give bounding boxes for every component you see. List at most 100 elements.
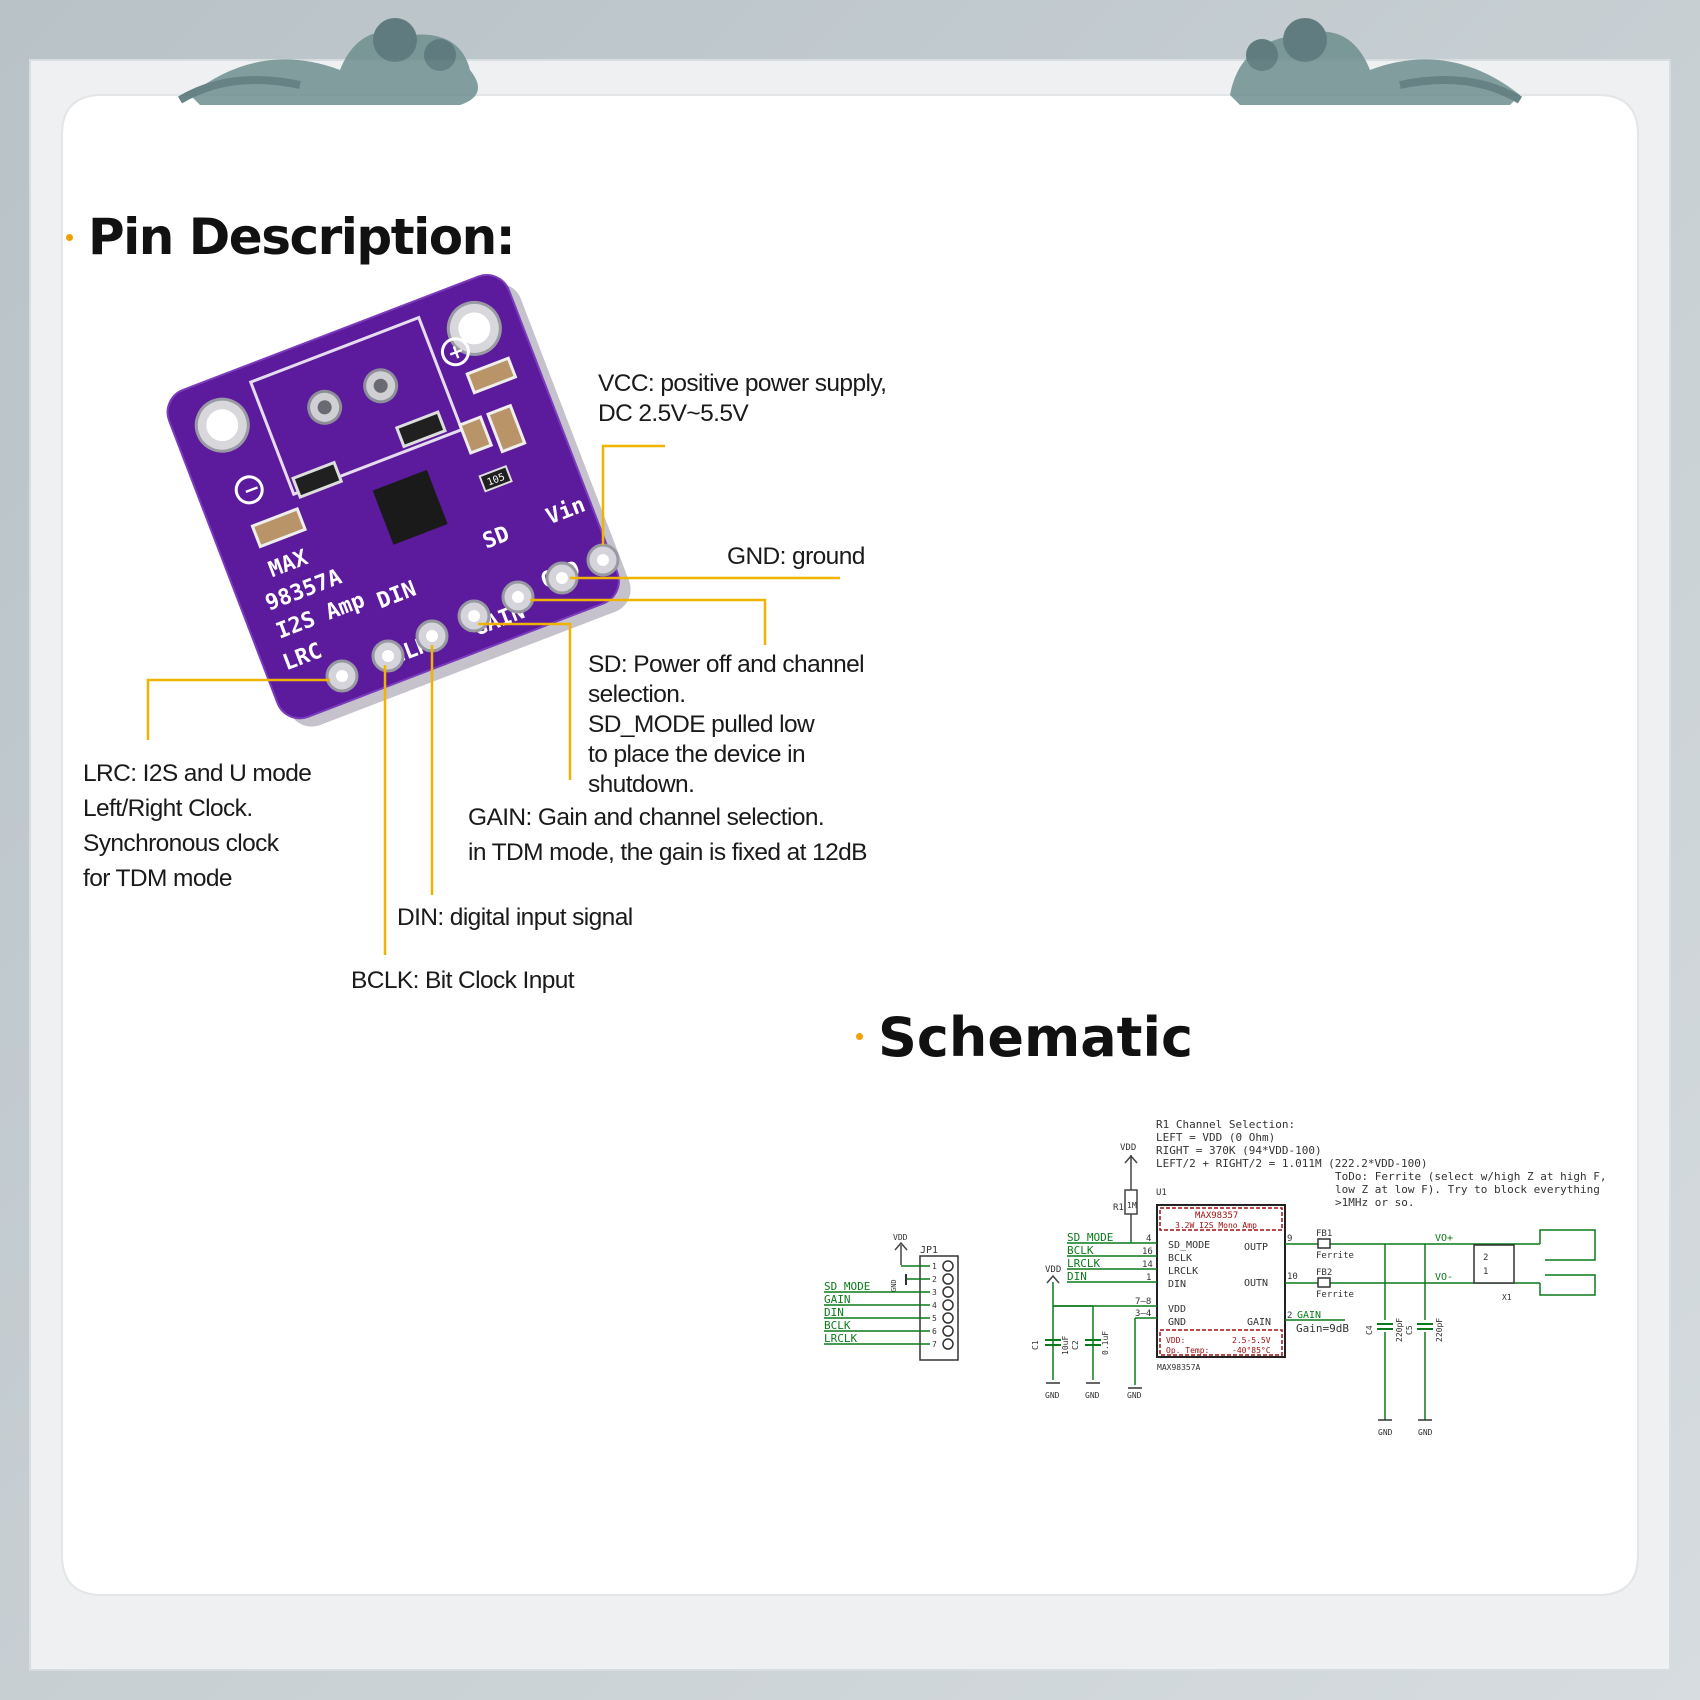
ic-pin-label: SD_MODE — [1168, 1240, 1210, 1251]
ferrite-label: Ferrite — [1316, 1251, 1354, 1261]
net-label: LRCLK — [1067, 1257, 1100, 1270]
todo-line: ToDo: Ferrite (select w/high Z at high F… — [1335, 1170, 1607, 1183]
pin-label-sd: SD: Power off and channel selection. SD_… — [588, 651, 865, 798]
pin-label-vcc: VCC: positive power supply, DC 2.5V~5.5V — [598, 370, 887, 427]
ic-pin-label: OUTN — [1244, 1278, 1268, 1289]
note-line: RIGHT = 370K (94*VDD-100) — [1156, 1144, 1322, 1157]
gnd-label: GND — [1378, 1428, 1393, 1437]
ic-spec: VDD: — [1166, 1336, 1185, 1345]
cap-value: 220pF — [1395, 1318, 1404, 1342]
pin-description-heading: Pin Description: — [88, 208, 516, 266]
jp1-pin: 1 — [932, 1262, 937, 1271]
pin-label-lrc: LRC: I2S and U mode Left/Right Clock. Sy… — [83, 760, 312, 892]
ferrite-fb2-icon — [1317, 1277, 1331, 1288]
vo-minus: VO- — [1435, 1272, 1453, 1283]
pin-number: 4 — [1146, 1234, 1151, 1244]
leader-sd — [530, 598, 767, 645]
jp1-pin: 2 — [932, 1275, 937, 1284]
ic-pin-label: VDD — [1168, 1304, 1186, 1315]
jp1-pin: 3 — [932, 1288, 937, 1297]
jp1-pin: 7 — [932, 1340, 937, 1349]
bullet-icon — [66, 234, 73, 241]
pin-label-gain: GAIN: Gain and channel selection. in TDM… — [468, 804, 868, 866]
pin-number: 14 — [1142, 1260, 1153, 1270]
ic-spec: Op. Temp: — [1166, 1346, 1209, 1355]
gnd-label: GND — [1127, 1391, 1142, 1400]
ic-pin-label: OUTP — [1244, 1242, 1268, 1253]
jp1-pin: 5 — [932, 1314, 937, 1323]
jp1-net: SD_MODE — [824, 1280, 870, 1293]
pin-number: 3–4 — [1135, 1309, 1151, 1319]
r1-value: 1M — [1127, 1201, 1137, 1210]
vo-plus: VO+ — [1435, 1233, 1453, 1244]
ferrite-fb1-icon — [1317, 1238, 1331, 1249]
conn-pin: 2 — [1483, 1253, 1488, 1263]
cap-value: 0.1uF — [1101, 1331, 1110, 1355]
gnd-label: GND — [890, 1279, 898, 1292]
r1-ref: R1 — [1113, 1203, 1124, 1213]
net-label: DIN — [1067, 1270, 1087, 1283]
ic-pin-label: GND — [1168, 1317, 1186, 1328]
jp1-header — [919, 1255, 959, 1361]
gnd-label: GND — [1085, 1391, 1100, 1400]
x1-label: X1 — [1502, 1293, 1512, 1302]
pin-number: 10 — [1287, 1272, 1298, 1282]
cap-ref: C1 — [1031, 1340, 1040, 1350]
pin-number: 7–8 — [1135, 1297, 1151, 1307]
jp1-label: JP1 — [920, 1245, 938, 1256]
ic-part: MAX98357A — [1157, 1363, 1201, 1372]
pin-label-bclk: BCLK: Bit Clock Input — [351, 967, 575, 994]
ic-pin-label: DIN — [1168, 1279, 1186, 1290]
ferrite-label: Ferrite — [1316, 1290, 1354, 1300]
vdd-label: VDD — [893, 1233, 908, 1242]
u1-ref: U1 — [1156, 1188, 1167, 1198]
ic-spec: 2.5-5.5V — [1232, 1336, 1271, 1345]
gnd-label: GND — [1045, 1391, 1060, 1400]
todo-line: >1MHz or so. — [1335, 1196, 1414, 1209]
conn-pin: 1 — [1483, 1267, 1488, 1277]
jp1-net: LRCLK — [824, 1332, 857, 1345]
cap-ref: C2 — [1071, 1340, 1080, 1350]
note-line: LEFT/2 + RIGHT/2 = 1.011M (222.2*VDD-100… — [1156, 1157, 1428, 1170]
jp1-net: BCLK — [824, 1319, 851, 1332]
ic-spec: -40°85°C — [1232, 1346, 1271, 1355]
pin-number: 9 — [1287, 1234, 1292, 1244]
bullet-icon — [856, 1033, 863, 1040]
pin-label-gnd: GND: ground — [727, 543, 865, 570]
cap-ref: C5 — [1405, 1325, 1414, 1335]
pin-number: 16 — [1142, 1247, 1153, 1257]
vdd-label: VDD — [1120, 1143, 1136, 1153]
note-line: LEFT = VDD (0 Ohm) — [1156, 1131, 1275, 1144]
net-label: SD_MODE — [1067, 1231, 1113, 1244]
vdd-label: VDD — [1045, 1265, 1061, 1275]
speaker-connector — [1473, 1244, 1515, 1284]
fb1-label: FB1 — [1316, 1229, 1332, 1239]
ic-pin-label: BCLK — [1168, 1253, 1192, 1264]
pin-label-din: DIN: digital input signal — [397, 904, 633, 931]
jp1-pin: 4 — [932, 1301, 937, 1310]
cap-value: 220pF — [1435, 1318, 1444, 1342]
pin-number: 1 — [1146, 1273, 1151, 1283]
gnd-label: GND — [1418, 1428, 1433, 1437]
gain-net: GAIN — [1297, 1310, 1321, 1321]
cap-ref: C4 — [1365, 1325, 1374, 1335]
ic-title: MAX98357 — [1195, 1211, 1238, 1221]
note-line: R1 Channel Selection: — [1156, 1118, 1295, 1131]
fb2-label: FB2 — [1316, 1268, 1332, 1278]
leader-gain — [478, 622, 572, 780]
ic-subtitle: 3.2W I2S Mono Amp — [1175, 1221, 1257, 1230]
gain-note: Gain=9dB — [1296, 1322, 1349, 1335]
todo-line: low Z at low F). Try to block everything — [1335, 1183, 1600, 1196]
pin-number: 2 — [1287, 1311, 1292, 1321]
jp1-net: GAIN — [824, 1293, 851, 1306]
cap-value: 10uF — [1061, 1336, 1070, 1355]
leader-lines — [146, 444, 840, 955]
ic-pin-label: LRCLK — [1168, 1266, 1198, 1277]
cloud-ornament-right-icon — [1230, 18, 1523, 106]
leader-lrc — [146, 678, 330, 740]
jp1-net: DIN — [824, 1306, 844, 1319]
leader-vcc — [601, 444, 665, 545]
